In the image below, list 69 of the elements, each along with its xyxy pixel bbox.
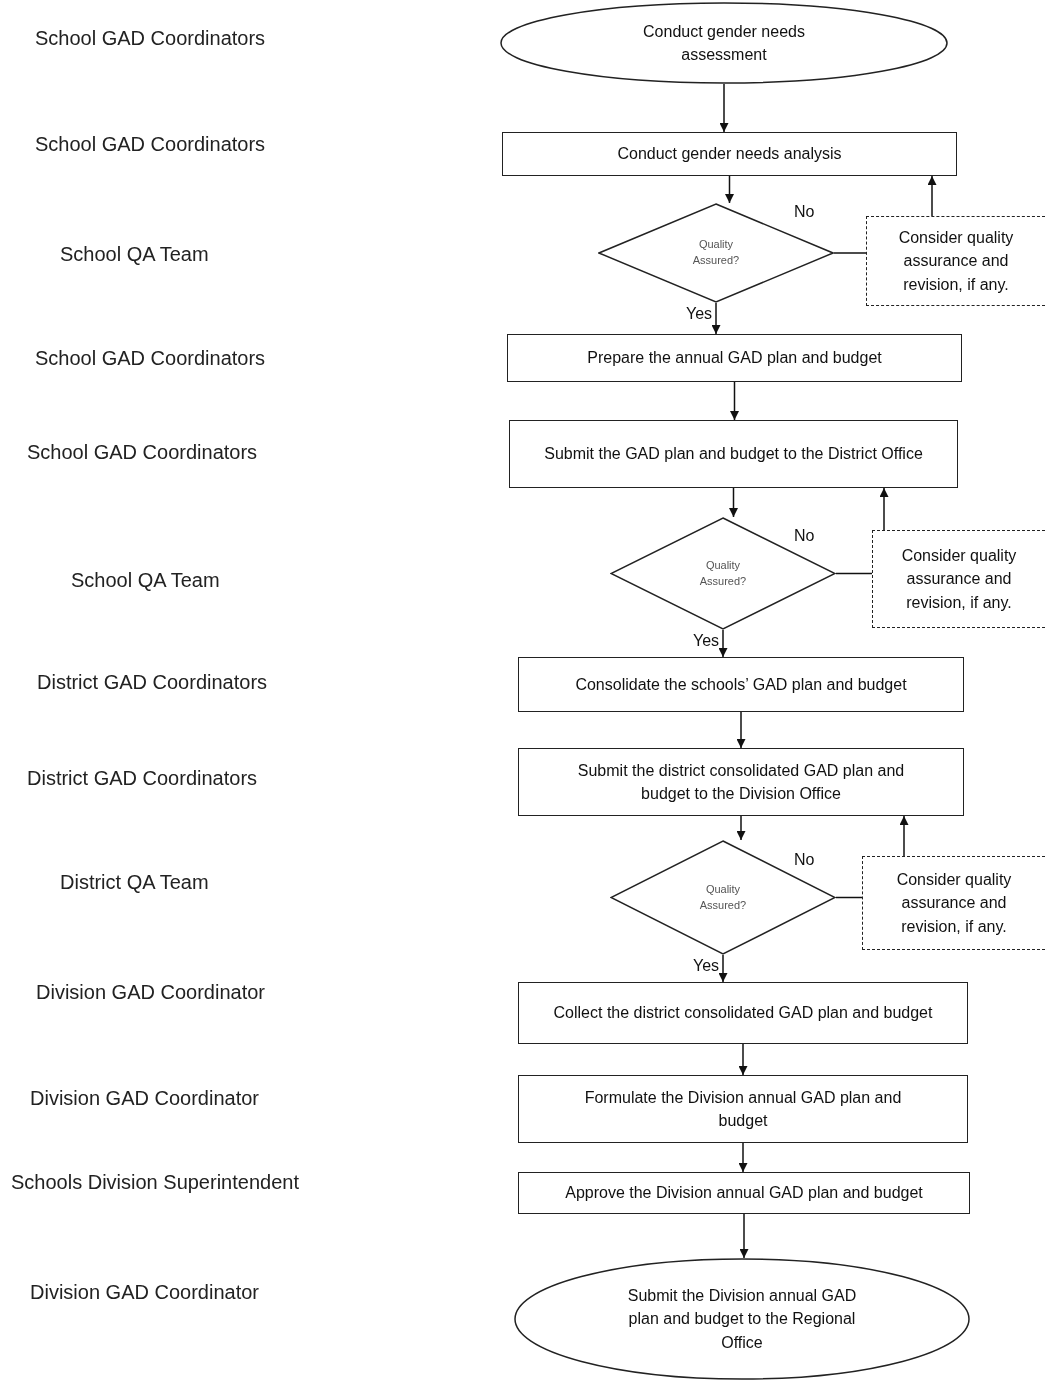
terminator-ellipse [500,2,948,84]
arrow [738,1043,748,1076]
step-text: Consider quality assurance and revision, if any. [897,228,1015,295]
edge-label: Yes [686,306,713,322]
step-text: Submit the GAD plan and budget to the District Office [544,444,923,465]
role-label: Schools Division Superintendent [11,1170,299,1194]
connector-line [835,572,873,575]
arrow [879,487,889,531]
arrow [736,815,746,841]
arrow [718,629,728,658]
step-text: Consider quality assurance and revision, if any. [895,870,1013,937]
connector-line [833,252,867,254]
arrow [899,815,909,857]
role-label: District GAD Coordinators [27,766,258,790]
arrow [739,1213,749,1259]
edge-label: No [794,528,815,544]
process-box [509,420,958,488]
role-label: Division GAD Coordinator [30,1280,259,1304]
step-text: Formulate the Division annual GAD plan and budget [583,1087,903,1131]
decision-text: Quality Assured? [691,237,741,268]
role-label: School GAD Coordinators [35,26,266,50]
process-box [507,334,962,382]
role-label: School GAD Coordinators [35,346,266,370]
edge-label: No [794,204,815,220]
role-label: School QA Team [71,568,220,592]
edge-label: No [794,852,815,868]
role-label: Division GAD Coordinator [36,980,265,1004]
process-box [518,1172,970,1214]
decision-text: Quality Assured? [698,557,748,589]
step-text: Collect the district consolidated GAD plan and budget [553,1003,933,1024]
edge-label: Yes [693,633,720,649]
connector-line [835,896,863,899]
role-label: District QA Team [60,870,209,894]
note-box [872,530,1045,628]
process-box [502,132,957,176]
note-box [866,216,1045,306]
arrow [719,83,729,133]
decision-text: Quality Assured? [698,881,748,913]
arrow [725,175,734,204]
decision-diamond [598,203,834,303]
process-box [518,657,964,712]
step-text: Submit the Division annual GAD plan and budget to the Regional Office [626,1286,858,1353]
arrow [718,954,728,983]
step-text: Prepare the annual GAD plan and budget [587,348,882,369]
role-label: District GAD Coordinators [37,670,268,694]
arrow [736,711,746,749]
step-text: Consider quality assurance and revision, if any. [900,546,1018,613]
decision-diamond [610,840,836,955]
process-box [518,982,968,1044]
role-label: School QA Team [60,242,209,266]
note-box [862,856,1045,950]
role-label: Division GAD Coordinator [30,1086,259,1110]
arrow [711,302,721,335]
arrow [730,381,739,421]
step-text: Conduct gender needs analysis [617,144,842,165]
step-text: Conduct gender needs assessment [642,21,806,65]
step-text: Approve the Division annual GAD plan and budget [565,1183,923,1204]
step-text: Submit the district consolidated GAD plan and budget to the Division Office [576,760,906,804]
process-box [518,748,964,816]
edge-label: Yes [693,958,720,974]
role-label: School GAD Coordinators [35,132,266,156]
arrow [927,175,937,217]
role-label: School GAD Coordinators [27,440,258,464]
arrow [729,487,738,518]
decision-diamond [610,517,836,630]
process-box [518,1075,968,1143]
terminator-ellipse [514,1258,970,1380]
step-text: Consolidate the schools’ GAD plan and budget [575,674,907,695]
arrow [738,1142,748,1173]
